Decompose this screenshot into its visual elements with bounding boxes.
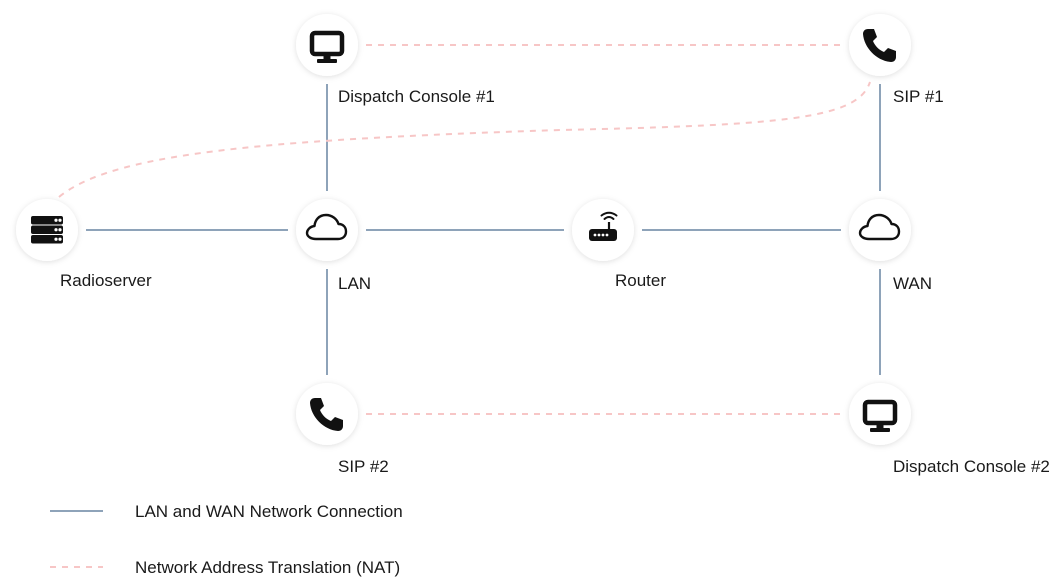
node-dispatch2-circle [849,383,911,445]
legend: LAN and WAN Network Connection Network A… [50,502,403,577]
legend-nat-label: Network Address Translation (NAT) [135,558,400,577]
node-sip1: SIP #1 [849,14,944,106]
node-wan-circle [849,199,911,261]
network-nodes: Dispatch Console #1 SIP #1 Radioserver LAN R… [16,14,1050,476]
node-dispatch2: Dispatch Console #2 [849,383,1050,476]
phone-icon [310,398,343,431]
monitor-icon [862,399,898,432]
node-radioserver-label: Radioserver [60,271,152,290]
legend-lan-wan-label: LAN and WAN Network Connection [135,502,403,521]
node-wan-label: WAN [893,274,932,293]
server-icon [31,216,63,244]
node-radioserver: Radioserver [16,199,152,290]
node-lan: LAN [296,199,371,293]
node-sip2-circle [296,383,358,445]
node-router: Router [572,199,666,290]
node-sip1-label: SIP #1 [893,87,944,106]
phone-icon [863,29,896,62]
cloud-icon [305,213,348,241]
node-lan-label: LAN [338,274,371,293]
connection-lines [58,44,881,415]
node-sip2: SIP #2 [296,383,389,476]
node-sip1-circle [849,14,911,76]
node-dispatch1-label: Dispatch Console #1 [338,87,495,106]
monitor-icon [309,30,345,63]
router-icon [589,211,618,241]
node-sip2-label: SIP #2 [338,457,389,476]
connection-radioserver-sip1 [58,81,871,198]
node-dispatch1-circle [296,14,358,76]
cloud-icon [858,213,901,241]
node-router-label: Router [615,271,666,290]
node-lan-circle [296,199,358,261]
node-wan: WAN [849,199,932,293]
node-dispatch1: Dispatch Console #1 [296,14,495,106]
node-dispatch2-label: Dispatch Console #2 [893,457,1050,476]
